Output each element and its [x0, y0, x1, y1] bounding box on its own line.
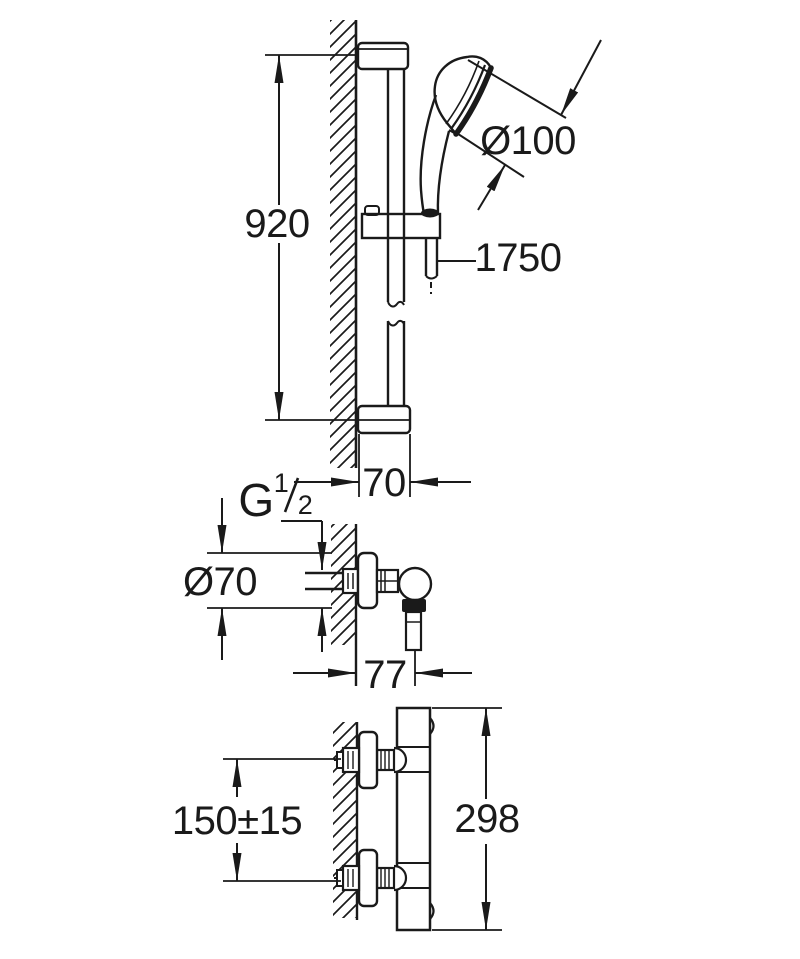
- knob-bump-top: [429, 717, 435, 735]
- shower-head-face-rim: [453, 65, 494, 137]
- wall-hatch-top: [330, 20, 356, 468]
- inlet-spacing-dim-label: 150±15: [172, 799, 302, 843]
- shower-head-back: [433, 55, 493, 135]
- shower-hose: [424, 238, 439, 294]
- inlet-dome-bottom: [393, 864, 408, 892]
- rail-break-lower: [387, 319, 405, 327]
- rail-slider: [360, 212, 442, 240]
- inlet-escutcheon-top: [357, 730, 379, 790]
- hand-shower: [419, 55, 494, 215]
- head-diameter-dim-label: Ø100: [480, 119, 576, 163]
- mixer-body: [395, 706, 432, 932]
- inlet-fitting-top: [334, 730, 408, 790]
- dim-escutcheon-diameter: [207, 498, 332, 660]
- dim-thread-size: [281, 477, 327, 652]
- shower-head-notch: [448, 129, 457, 135]
- wall-offset-dim-label: 70: [362, 461, 406, 505]
- handle-right-edge: [436, 130, 451, 215]
- swivel-ball: [397, 566, 433, 602]
- dim-body-height: [432, 707, 502, 931]
- dim-head-diameter: [451, 39, 602, 211]
- inlet-hex-bottom: [341, 864, 361, 892]
- thread-prefix-label: G: [238, 474, 273, 526]
- dim-inlet-spacing: [223, 758, 341, 882]
- escutcheon-diameter-dim-label: Ø70: [183, 560, 257, 604]
- wall-section-middle: [331, 524, 358, 686]
- hose-length-dim-label: 1750: [475, 236, 562, 280]
- swivel-nut-band: [402, 599, 426, 612]
- union-outlet: [404, 610, 423, 652]
- dim-wall-offset: [294, 434, 471, 497]
- rail-height-dim-label: 920: [244, 202, 309, 246]
- rail-top-bracket: [356, 41, 410, 71]
- rail-lower-segment: [386, 321, 406, 406]
- union-nut: [341, 567, 360, 595]
- shower-head-face-line-2: [445, 60, 480, 125]
- thread-denominator-label: 2: [298, 490, 313, 520]
- knob-bump-bottom: [429, 902, 435, 920]
- thread-numerator-label: 1: [274, 468, 289, 498]
- inlet-cap-bottom: [336, 869, 344, 887]
- union-projection-dim-label: 77: [363, 653, 407, 697]
- rail-upper-segment: [386, 69, 406, 302]
- supply-pipe: [305, 571, 344, 591]
- inlet-fitting-bottom: [334, 848, 408, 908]
- wall-union-fitting: [305, 551, 433, 652]
- handle-socket: [421, 208, 439, 218]
- shower-head-face-line-1: [450, 64, 487, 130]
- union-escutcheon: [356, 551, 379, 610]
- inlet-escutcheon-bottom: [357, 848, 379, 908]
- dim-rail-height: [265, 54, 356, 421]
- handle-left-edge: [419, 94, 438, 215]
- thread-fraction-slash: [283, 477, 300, 513]
- inlet-hex-top: [341, 746, 361, 774]
- thermostat-body: [395, 706, 435, 932]
- inlet-dome-top: [393, 746, 408, 774]
- wall-section-top: [330, 20, 358, 468]
- dim-union-projection: [293, 650, 472, 686]
- shower-rail: [356, 41, 442, 435]
- rail-break-upper: [387, 300, 405, 308]
- body-height-dim-label: 298: [454, 797, 519, 841]
- inlet-cap-top: [336, 751, 344, 769]
